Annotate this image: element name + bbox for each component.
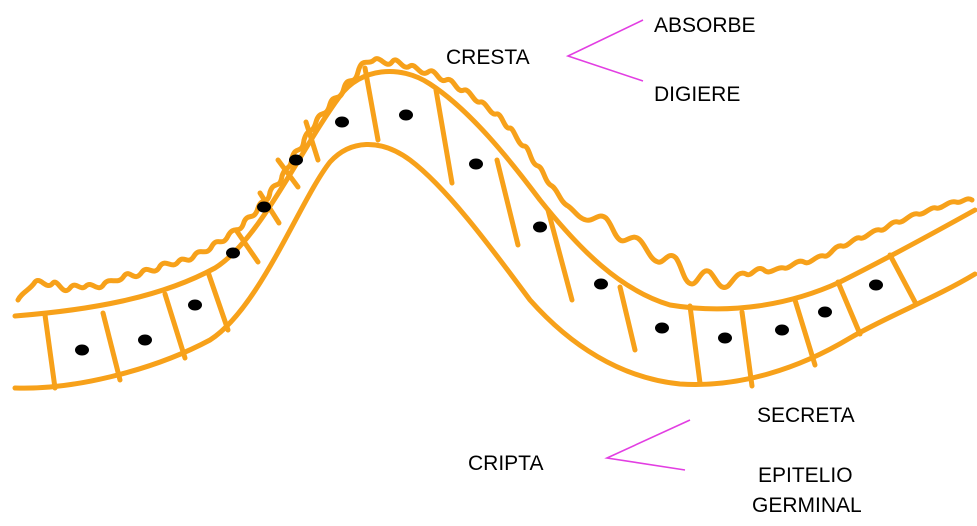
cell-border [620, 287, 635, 350]
cell-border [742, 312, 752, 386]
cresta-label: CRESTA [446, 46, 530, 69]
cell-border [103, 313, 120, 380]
cell-border [890, 255, 915, 302]
germinal-label: GERMINAL [752, 494, 862, 517]
cripta-pointer-lines [607, 420, 690, 470]
cell-border [365, 68, 378, 140]
secreta-label: SECRETA [757, 404, 855, 427]
nucleus [594, 279, 608, 290]
nucleus [138, 335, 152, 346]
nucleus [655, 323, 669, 334]
cell-border [690, 306, 700, 383]
nucleus [818, 307, 832, 318]
nucleus [188, 300, 202, 311]
nucleus [718, 333, 732, 344]
nucleus [335, 117, 349, 128]
brush-border [18, 59, 972, 300]
cell-border [208, 272, 228, 330]
cell-border [165, 294, 185, 358]
cell-border [45, 315, 55, 388]
digiere-label: DIGIERE [654, 83, 740, 106]
cell-border [436, 90, 452, 183]
nucleus [533, 222, 547, 233]
nucleus [75, 345, 89, 356]
nucleus [226, 248, 240, 259]
absorbe-label: ABSORBE [654, 14, 756, 37]
nucleus [775, 325, 789, 336]
cell-border [497, 160, 518, 245]
nucleus [869, 280, 883, 291]
nucleus [289, 155, 303, 166]
cripta-label: CRIPTA [468, 452, 543, 475]
cell-border [838, 282, 860, 334]
epitelio-label: EPITELIO [758, 464, 853, 487]
nucleus [257, 202, 271, 213]
nucleus [399, 110, 413, 121]
nucleus [469, 159, 483, 170]
cell-borders [45, 68, 915, 388]
cell-border [795, 300, 815, 365]
epithelium-apical-line [15, 72, 975, 317]
cresta-pointer-lines [568, 20, 643, 81]
